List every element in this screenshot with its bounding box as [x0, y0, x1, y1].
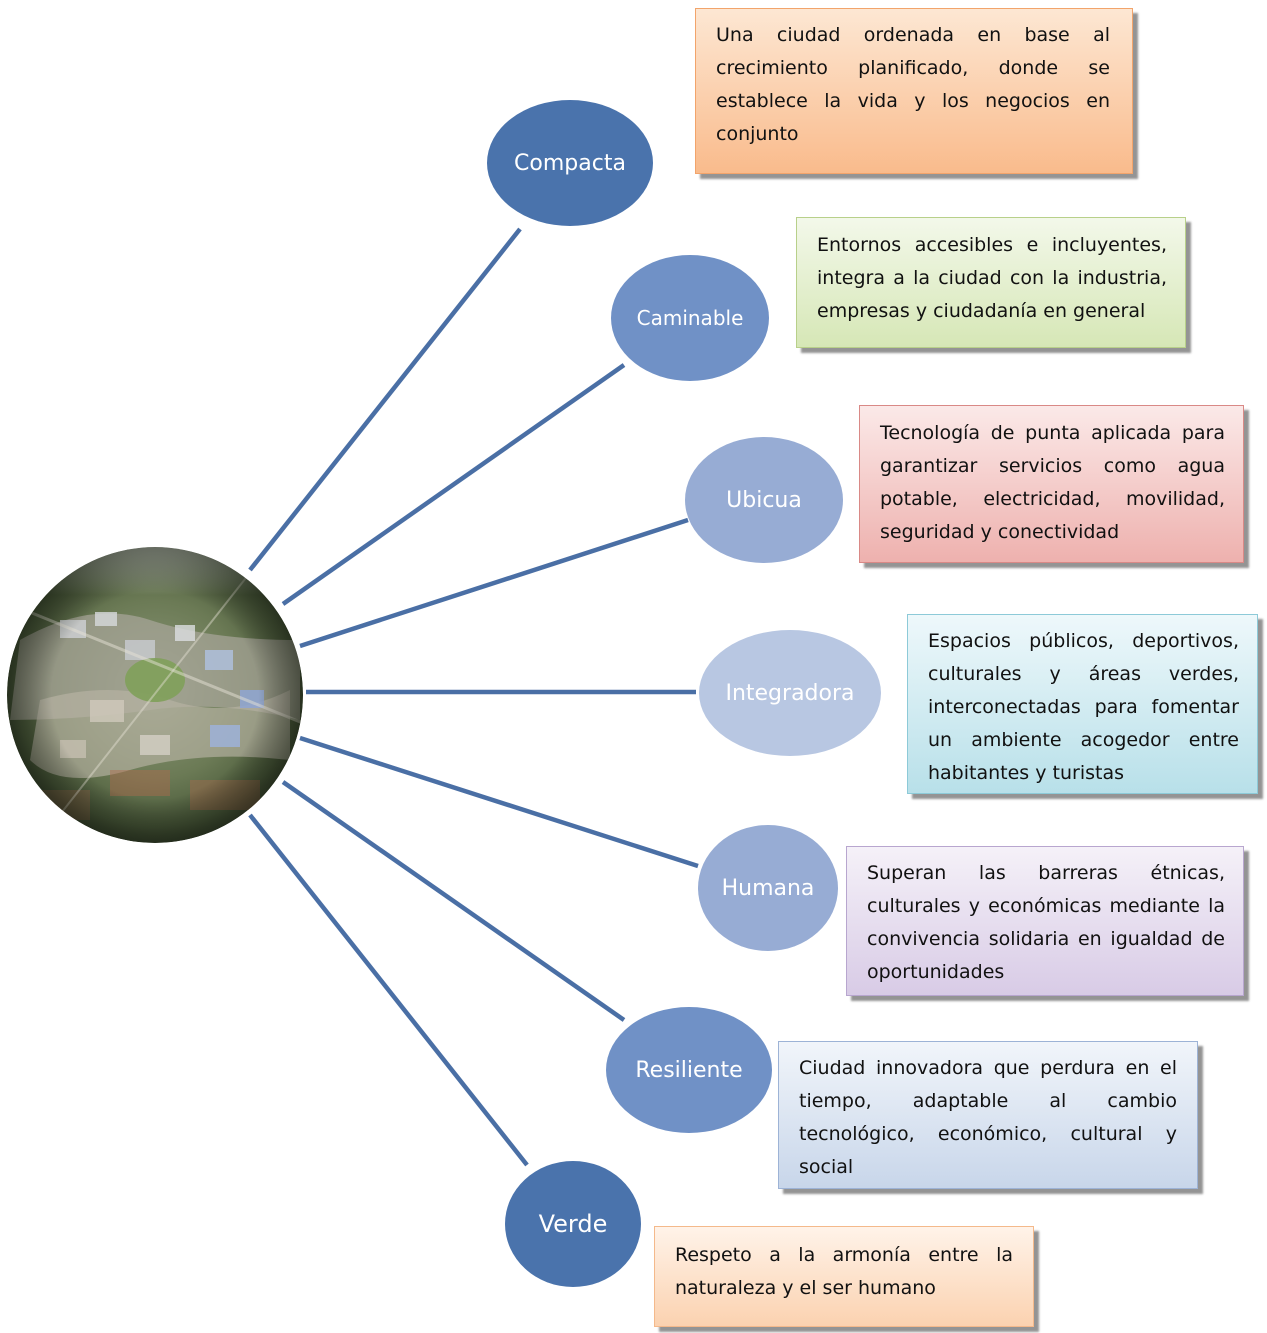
description-resiliente-text: Ciudad innovadora que perdura en el tiem… — [799, 1057, 1177, 1178]
description-humana-text: Superan las barreras étnicas, culturales… — [867, 862, 1225, 983]
description-integradora: Espacios públicos, deportivos, culturale… — [907, 614, 1258, 794]
node-compacta-label: Compacta — [514, 150, 626, 176]
node-resiliente-label: Resiliente — [635, 1057, 743, 1083]
connector-caminable — [281, 363, 626, 606]
description-resiliente: Ciudad innovadora que perdura en el tiem… — [778, 1041, 1198, 1189]
node-ubicua-circle — [685, 437, 843, 563]
aerial-city-image — [7, 547, 303, 843]
connector-ubicua — [299, 517, 689, 649]
description-caminable-text: Entornos accesibles e incluyentes, integ… — [817, 234, 1167, 322]
description-ubicua: Tecnología de punta aplicada para garant… — [859, 405, 1244, 563]
connector-lines — [248, 227, 699, 1167]
description-compacta-text: Una ciudad ordenada en base al crecimien… — [716, 24, 1110, 145]
description-caminable: Entornos accesibles e incluyentes, integ… — [796, 217, 1186, 348]
node-caminable-circle — [611, 255, 769, 381]
node-humana-label: Humana — [721, 875, 815, 901]
description-integradora-text: Espacios públicos, deportivos, culturale… — [928, 630, 1239, 784]
connector-resiliente — [281, 780, 626, 1022]
node-caminable-label: Caminable — [636, 306, 744, 330]
node-compacta-circle — [487, 100, 653, 226]
node-humana-circle — [698, 825, 838, 951]
description-verde-text: Respeto a la armonía entre la naturaleza… — [675, 1244, 1013, 1299]
description-verde: Respeto a la armonía entre la naturaleza… — [654, 1226, 1034, 1327]
node-verde-circle — [505, 1161, 641, 1287]
node-resiliente-circle — [606, 1007, 772, 1133]
connector-compacta — [248, 227, 522, 572]
description-humana: Superan las barreras étnicas, culturales… — [846, 846, 1244, 996]
description-ubicua-text: Tecnología de punta aplicada para garant… — [880, 422, 1225, 543]
node-verde-label: Verde — [538, 1210, 608, 1238]
node-ubicua-label: Ubicua — [726, 487, 802, 513]
node-integradora-label: Integradora — [725, 680, 855, 706]
connector-humana — [299, 735, 699, 869]
description-compacta: Una ciudad ordenada en base al crecimien… — [695, 8, 1133, 174]
connector-verde — [248, 813, 529, 1167]
node-circles — [487, 100, 881, 1287]
node-integradora-circle — [699, 630, 881, 756]
